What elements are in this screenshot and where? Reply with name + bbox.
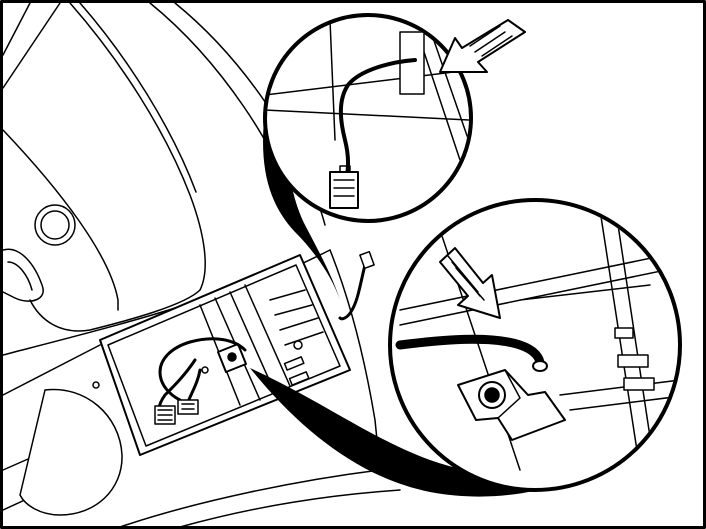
lid-panel [29, 2, 206, 332]
exit-cable-connector [359, 250, 375, 270]
compartment-inner-wall [107, 264, 341, 447]
main-cable [158, 337, 247, 402]
exit-cable-wire [338, 263, 367, 321]
lower-slot [617, 354, 649, 368]
rib-slot [288, 371, 310, 386]
handle-inner [7, 261, 33, 291]
lower-panel-edges [399, 204, 678, 471]
lower-bracket-fold [497, 369, 521, 419]
upper-connector [329, 171, 359, 209]
round-cap [19, 388, 123, 516]
bottom-contour [119, 469, 401, 528]
plug-pins [157, 409, 173, 421]
upper-cable [338, 58, 417, 182]
arrow-hatch [447, 255, 485, 301]
lower-slot [623, 377, 655, 391]
plug-connector-b [177, 399, 199, 415]
wiring-compartment [99, 254, 351, 456]
small-hole [92, 381, 100, 389]
mount-nut [227, 352, 237, 362]
upper-panel-edge [267, 19, 469, 161]
plug-connectors [154, 399, 199, 425]
lid-cover [2, 2, 119, 311]
lower-slot [614, 327, 634, 339]
rib-slot [283, 356, 305, 371]
zoom-trail-lower-edge [254, 371, 401, 463]
exit-cable [338, 250, 375, 321]
lower-mount-nut-inner [484, 387, 500, 403]
lower-cable [395, 334, 545, 369]
compartment-hole [293, 340, 303, 350]
plug-pins [181, 403, 195, 410]
handle [2, 248, 44, 302]
callout-cable-routing [263, 13, 526, 223]
upper-connector-detail [333, 165, 355, 197]
arrow-hatch [469, 25, 513, 57]
lid-inner-edge [79, 2, 197, 193]
small-connector-dot [201, 366, 209, 374]
callout-cable-hole [388, 198, 682, 492]
right-body-contour [329, 249, 381, 471]
lid-knob-inner [40, 210, 70, 240]
cable-hole [532, 360, 548, 372]
